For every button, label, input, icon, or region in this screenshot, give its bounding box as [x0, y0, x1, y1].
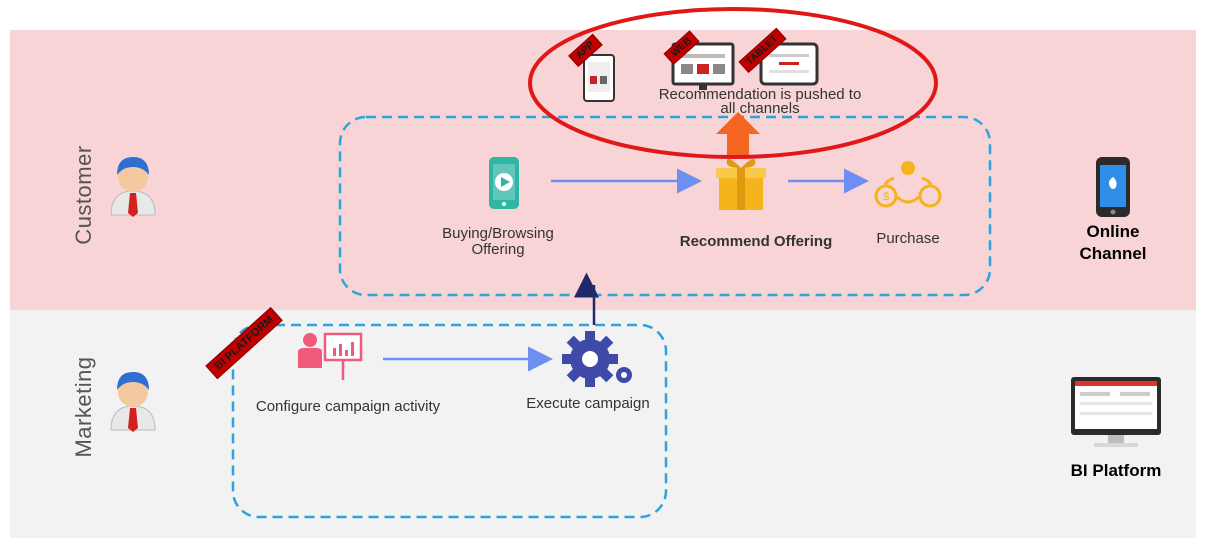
customer-avatar-icon	[110, 157, 156, 217]
execute-campaign-label: Execute campaign	[526, 395, 650, 412]
purchase-cycle-icon: $	[874, 161, 942, 208]
marketing-avatar-icon	[110, 372, 156, 432]
svg-text:$: $	[883, 191, 889, 203]
tablet-device-icon	[759, 42, 819, 86]
gears-icon	[562, 331, 632, 387]
bi-platform-label: BI Platform	[1070, 461, 1162, 480]
purchase-label: Purchase	[876, 230, 940, 247]
gift-icon	[716, 158, 766, 210]
channels-ellipse	[528, 7, 938, 159]
app-device-icon	[583, 54, 615, 102]
configure-campaign-label: Configure campaign activity	[255, 398, 441, 415]
customer-flow-box	[338, 115, 992, 297]
marketing-flow-box	[231, 323, 668, 519]
presentation-icon	[298, 332, 363, 380]
online-channel-label: Online Channel	[1079, 222, 1147, 263]
monitor-icon	[1071, 377, 1161, 447]
buying-offering-label: Buying/Browsing Offering	[442, 225, 554, 258]
smartphone-icon	[1096, 157, 1130, 217]
mobile-play-icon	[489, 157, 519, 209]
push-arrow	[716, 112, 760, 156]
web-device-icon	[671, 42, 735, 90]
channels-callout-text: Recommendation is pushed to all channels	[658, 86, 862, 117]
recommend-offering-label: Recommend Offering	[679, 233, 833, 250]
